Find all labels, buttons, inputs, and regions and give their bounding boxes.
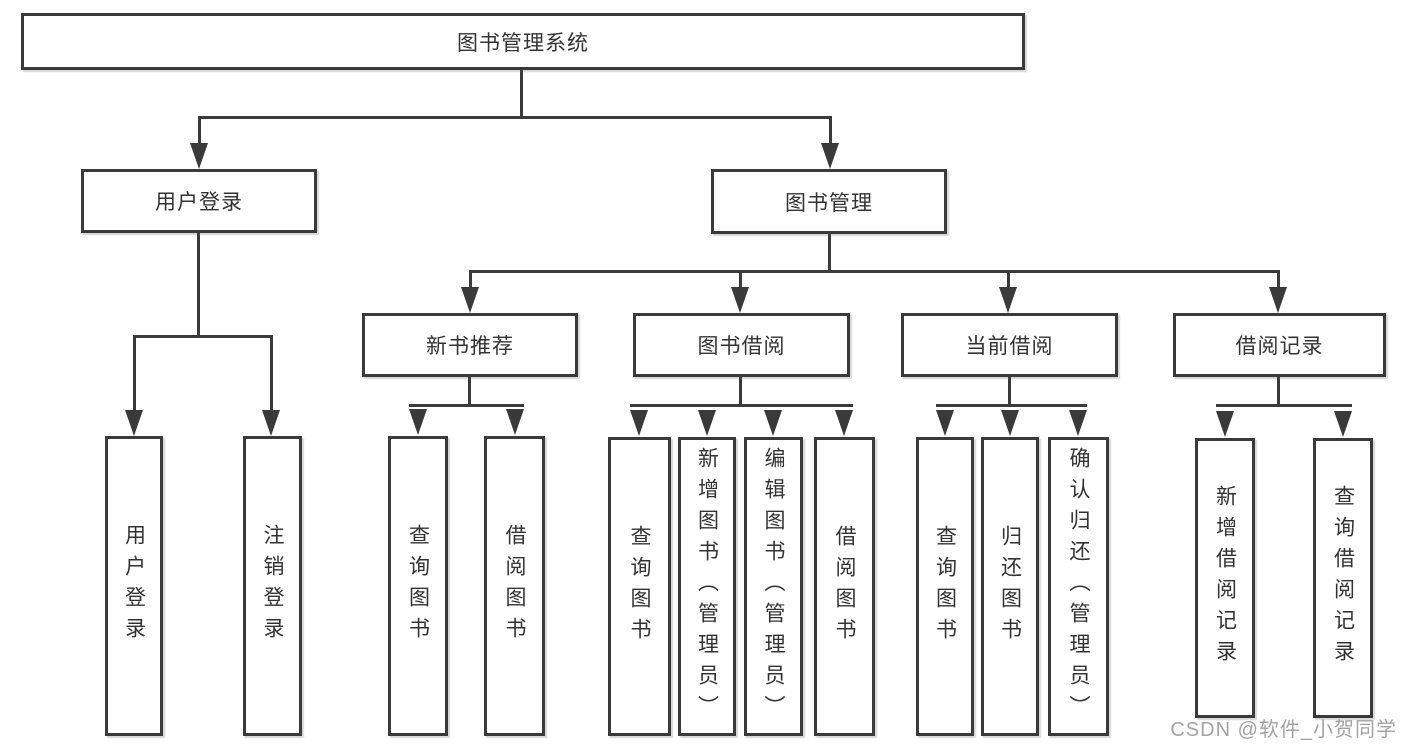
connector-line (409, 404, 524, 407)
node-label-book-mgmt: 图书管理 (785, 191, 873, 215)
node-label-leaf-br-add: 新增借阅记录 (1213, 485, 1237, 671)
arrowhead-down-icon (630, 410, 648, 436)
node-label-leaf-bb-query: 查询图书 (628, 524, 651, 649)
node-label-leaf-cb-query: 查询图书 (933, 524, 957, 649)
node-label-leaf-logout: 注销登录 (261, 524, 284, 648)
node-leaf-bb-borrow: 借阅图书 (814, 437, 875, 736)
connector-line (198, 116, 832, 119)
arrowhead-down-icon (1334, 411, 1352, 437)
arrowhead-down-icon (835, 410, 853, 436)
node-leaf-br-add: 新增借阅记录 (1195, 438, 1255, 718)
arrowhead-down-icon (1269, 287, 1287, 313)
arrowhead-down-icon (1069, 410, 1087, 436)
node-label-leaf-bb-add: 新增图书（管理员） (695, 447, 719, 726)
node-leaf-bb-edit: 编辑图书（管理员） (744, 437, 803, 736)
node-leaf-cb-confirm: 确认归还（管理员） (1048, 437, 1109, 736)
connector-line (828, 234, 831, 273)
node-root: 图书管理系统 (21, 13, 1025, 70)
connector-line (1007, 270, 1010, 289)
node-leaf-logout: 注销登录 (243, 436, 302, 736)
connector-line (1008, 377, 1011, 407)
connector-line (630, 404, 853, 407)
connector-line (1277, 270, 1280, 289)
node-label-leaf-cb-return: 归还图书 (998, 524, 1022, 649)
connector-line (739, 270, 742, 289)
node-label-borrowing-records: 借阅记录 (1235, 335, 1324, 358)
node-label-new-book-rec: 新书推荐 (426, 335, 514, 358)
arrowhead-down-icon (409, 409, 427, 435)
node-leaf-bb-query: 查询图书 (608, 437, 671, 736)
connector-line (469, 270, 472, 289)
node-leaf-nbr-borrow: 借阅图书 (484, 436, 545, 736)
node-book-mgmt: 图书管理 (711, 169, 947, 234)
connector-line (133, 335, 136, 414)
connector-line (198, 116, 201, 147)
watermark: CSDN @软件_小贺同学 (1170, 719, 1397, 741)
connector-line (197, 233, 200, 338)
node-label-leaf-nbr-query: 查询图书 (406, 524, 430, 648)
arrowhead-down-icon (999, 287, 1017, 313)
connector-line (468, 377, 471, 407)
node-book-borrowing: 图书借阅 (633, 313, 850, 377)
connector-line (1277, 377, 1280, 407)
node-leaf-br-query: 查询借阅记录 (1313, 438, 1373, 718)
node-label-leaf-br-query: 查询借阅记录 (1331, 485, 1355, 671)
node-label-root: 图书管理系统 (457, 31, 589, 55)
arrowhead-down-icon (764, 410, 782, 436)
arrowhead-down-icon (506, 409, 524, 435)
arrowhead-down-icon (1001, 410, 1019, 436)
arrowhead-down-icon (125, 410, 143, 436)
connector-line (936, 404, 1087, 407)
node-current-borrowing: 当前借阅 (901, 313, 1118, 377)
node-leaf-nbr-query: 查询图书 (388, 436, 448, 736)
node-label-leaf-nbr-borrow: 借阅图书 (503, 524, 526, 648)
connector-line (469, 270, 1280, 273)
connector-line (829, 116, 832, 147)
connector-line (133, 335, 273, 338)
node-leaf-bb-add: 新增图书（管理员） (678, 437, 736, 736)
node-new-book-rec: 新书推荐 (362, 313, 578, 377)
arrowhead-down-icon (262, 410, 280, 436)
node-label-book-borrowing: 图书借阅 (697, 335, 786, 358)
arrowhead-down-icon (731, 287, 749, 313)
connector-line (739, 377, 742, 407)
node-label-leaf-user-login: 用户登录 (122, 524, 146, 648)
arrowhead-down-icon (1216, 411, 1234, 437)
connector-line (1216, 404, 1352, 407)
connector-line (520, 70, 523, 118)
arrowhead-down-icon (190, 143, 208, 169)
node-leaf-cb-return: 归还图书 (981, 437, 1039, 736)
arrowhead-down-icon (821, 143, 839, 169)
node-leaf-cb-query: 查询图书 (916, 437, 974, 736)
node-label-current-borrowing: 当前借阅 (965, 335, 1054, 358)
node-user-login: 用户登录 (81, 169, 317, 233)
node-borrowing-records: 借阅记录 (1173, 313, 1386, 377)
node-label-leaf-bb-borrow: 借阅图书 (833, 524, 856, 649)
arrowhead-down-icon (698, 410, 716, 436)
node-leaf-user-login: 用户登录 (105, 436, 163, 736)
arrowhead-down-icon (936, 410, 954, 436)
node-label-leaf-cb-confirm: 确认归还（管理员） (1067, 447, 1090, 726)
node-label-user-login: 用户登录 (155, 191, 243, 214)
connector-line (270, 335, 273, 414)
arrowhead-down-icon (461, 287, 479, 313)
node-label-leaf-bb-edit: 编辑图书（管理员） (762, 447, 785, 726)
